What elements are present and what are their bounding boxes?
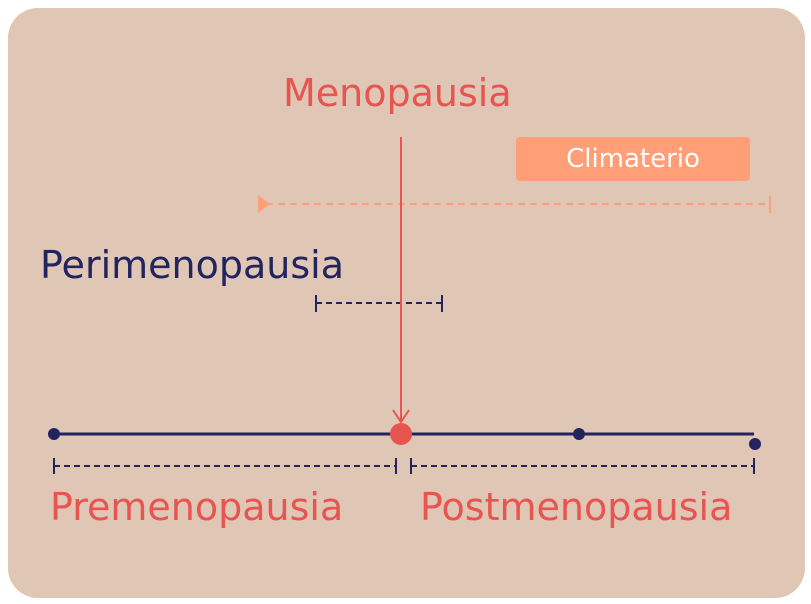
menopausia-arrowhead-icon xyxy=(392,409,410,424)
climaterio-start-arrow xyxy=(258,195,270,213)
timeline-start-dot xyxy=(48,428,60,440)
premenopausia-label: Premenopausia xyxy=(50,485,344,529)
postmenopausia-label: Postmenopausia xyxy=(420,485,733,529)
timeline-mid-dot xyxy=(573,428,585,440)
menopausia-dot xyxy=(390,423,412,445)
menopausia-label: Menopausia xyxy=(283,71,512,115)
perimenopausia-label: Perimenopausia xyxy=(40,243,344,287)
climaterio-badge: Climaterio xyxy=(516,137,750,181)
timeline-end-dot xyxy=(749,438,761,450)
